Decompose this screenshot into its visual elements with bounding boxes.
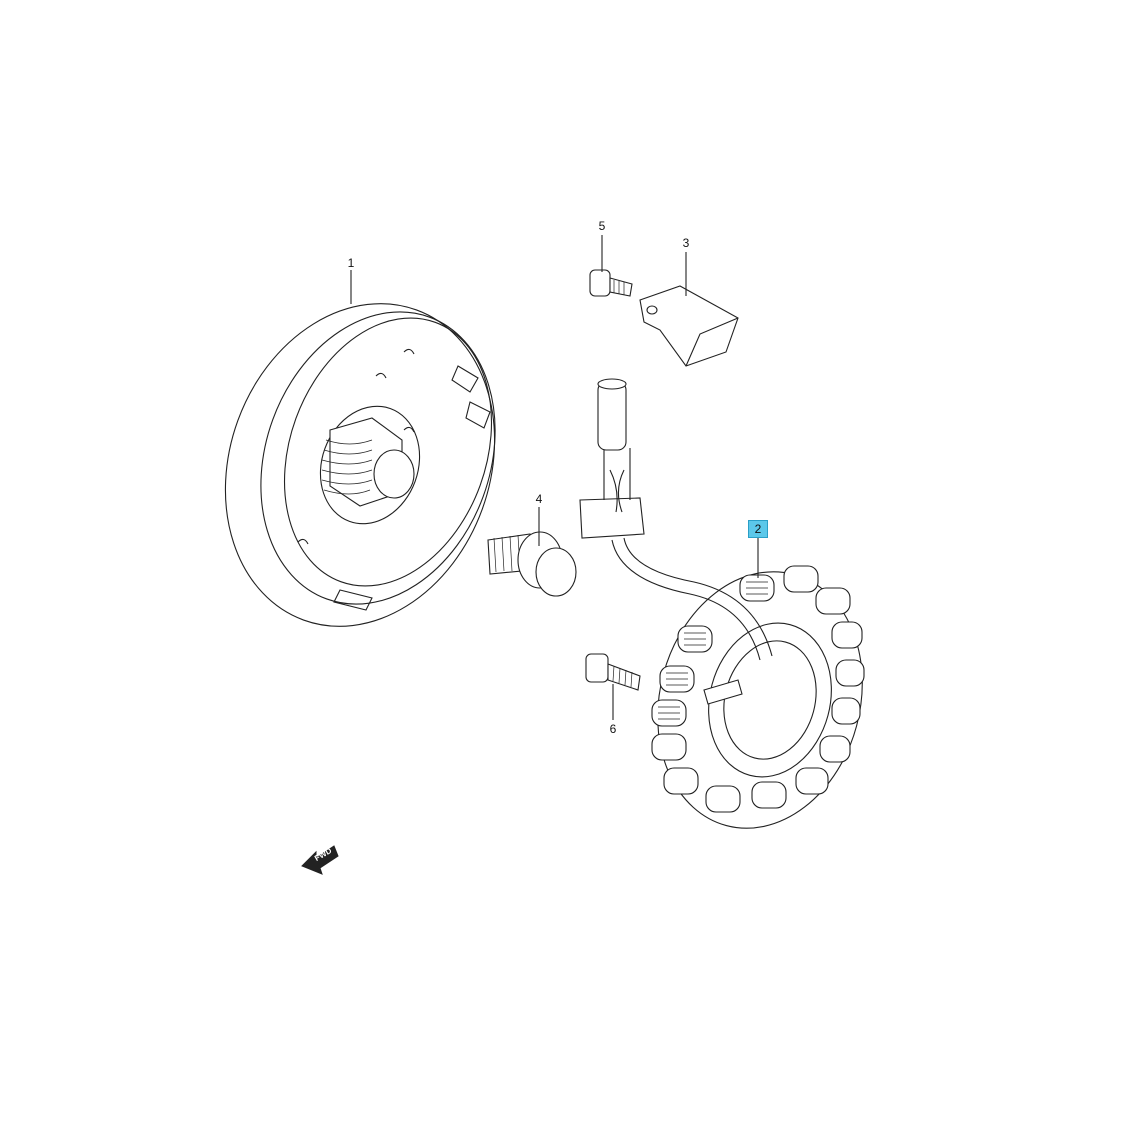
part-4-flange-bolt[interactable] — [487, 531, 577, 597]
leader-lines — [350, 235, 759, 720]
part-5-screw[interactable] — [589, 269, 633, 297]
part-1-rotor[interactable] — [181, 265, 538, 664]
callout-label-4[interactable]: 4 — [535, 492, 543, 506]
callout-label-6[interactable]: 6 — [609, 722, 617, 736]
callout-label-2-highlighted[interactable]: 2 — [748, 520, 768, 538]
callout-label-1[interactable]: 1 — [347, 256, 355, 270]
part-6-screw[interactable] — [585, 653, 641, 691]
callout-label-5[interactable]: 5 — [598, 219, 606, 233]
part-3-clamp[interactable] — [639, 285, 739, 367]
callout-label-3[interactable]: 3 — [682, 236, 690, 250]
fwd-direction-arrow-icon — [301, 845, 339, 875]
part-2-stator[interactable] — [579, 378, 890, 851]
